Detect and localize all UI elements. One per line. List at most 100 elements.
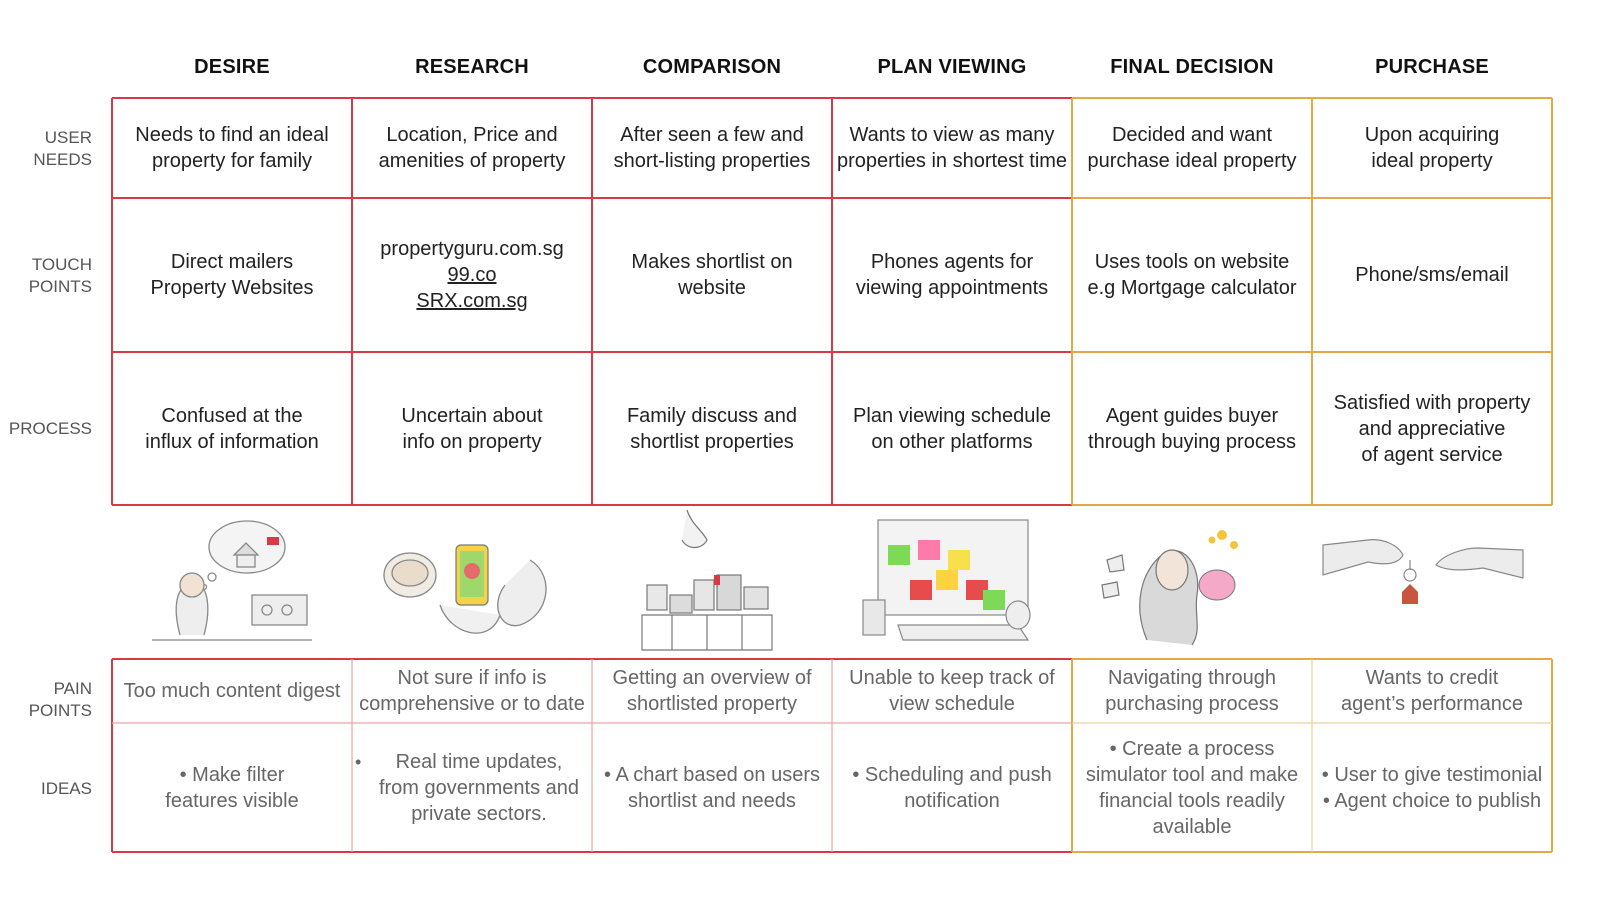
website-link[interactable]: 99.co (447, 264, 497, 286)
woman-dreaming-of-house-icon (152, 520, 312, 641)
user-needs-cell-line: property for family (151, 150, 313, 172)
user-needs-cell-line: amenities of property (378, 150, 566, 172)
user-needs-cell-line: purchase ideal property (1087, 150, 1297, 172)
user-needs-cell: Upon acquiring ideal property (1313, 99, 1551, 197)
ideas-cell-line: notification (904, 789, 1000, 812)
phone-and-coffee-icon (383, 544, 547, 634)
ideas-cell: • User to give testimonial• Agent choice… (1313, 724, 1551, 851)
process-cell-line: Agent guides buyer (1105, 404, 1279, 427)
row-label-line: PROCESS (8, 419, 92, 438)
stray-bullet: • (355, 752, 362, 772)
row-label-ideas: IDEAS (0, 778, 92, 800)
pain-points-cell-line: agent’s performance (1341, 693, 1523, 715)
handing-over-keys-icon (1322, 539, 1524, 604)
ideas-cell-line: simulator tool and make (1085, 763, 1299, 786)
touch-points-cell-line: propertyguru.com.sg (380, 238, 564, 260)
process-cell-line: Plan viewing schedule (853, 404, 1051, 427)
pain-points-cell-line: Getting an overview of (612, 667, 812, 689)
user-needs-cell-line: Needs to find an ideal (135, 124, 329, 146)
touch-points-cell-line: Uses tools on website (1094, 251, 1290, 273)
hand-picking-houses-icon (641, 509, 773, 651)
user-needs-cell-line: Wants to view as many (849, 124, 1055, 146)
touch-points-cell: Phone/sms/email (1313, 199, 1551, 351)
pain-points-cell-line: view schedule (889, 693, 1015, 715)
ideas-cell: Real time updates, from governments and pr… (353, 724, 591, 851)
ideas-cell-line: Real time updates, (395, 750, 563, 773)
row-label-line: USER (44, 128, 92, 147)
process-cell-line: Confused at the (161, 404, 303, 427)
touch-points-cell-line: Makes shortlist on (631, 251, 793, 273)
touch-points-cell-line: website (678, 277, 746, 299)
stage-header: FINAL DECISION (1110, 56, 1274, 78)
process-cell-line: through buying process (1088, 430, 1296, 453)
user-needs-cell: Needs to find an ideal property for famil… (113, 99, 351, 197)
process-cell: Family discuss and shortlist properties (593, 353, 831, 504)
stage-header: RESEARCH (415, 56, 529, 78)
pain-points-cell-line: comprehensive or to date (359, 693, 585, 715)
stage-header: COMPARISON (642, 56, 782, 78)
stage-header: DESIRE (194, 56, 270, 78)
process-cell-line: Family discuss and (626, 404, 798, 427)
bottom-grid-red (111, 658, 1072, 853)
user-needs-cell-line: After seen a few and (620, 124, 804, 146)
process-cell-line: info on property (402, 430, 542, 453)
touch-points-cell-line: e.g Mortgage calculator (1087, 277, 1297, 299)
pain-points-cell-line: Not sure if info is (397, 667, 547, 689)
process-cell-line: and appreciative (1358, 417, 1506, 440)
pain-points-cell-line: Too much content digest (123, 680, 341, 702)
touch-points-cell: Uses tools on website e.g Mortgage calcul… (1073, 199, 1311, 351)
ideas-cell-line: • A chart based on users (603, 763, 821, 786)
process-cell-line: of agent service (1361, 443, 1503, 466)
stage-header: PURCHASE (1375, 56, 1489, 78)
row-label-line: POINTS (28, 277, 92, 296)
pain-points-cell: Getting an overview of shortlisted proper… (593, 660, 831, 722)
row-label-line: PAIN (53, 679, 92, 698)
process-cell: Agent guides buyer through buying process (1073, 353, 1311, 504)
ideas-cell-line: private sectors. (411, 802, 547, 825)
user-needs-cell-line: Location, Price and (386, 124, 558, 146)
ideas-cell-line: from governments and (378, 776, 580, 799)
website-link[interactable]: SRX.com.sg (416, 290, 528, 312)
ideas-cell-line: financial tools readily (1099, 789, 1285, 812)
touch-points-cell-line: Phone/sms/email (1355, 264, 1509, 286)
pain-points-cell-line: Wants to credit (1365, 667, 1499, 689)
ideas-cell-line: • Agent choice to publish (1322, 789, 1542, 812)
touch-points-cell-line: Direct mailers (170, 251, 294, 273)
ideas-cell-line: available (1152, 815, 1232, 838)
user-needs-cell-line: ideal property (1371, 150, 1493, 172)
touch-points-cell: Makes shortlist on website (593, 199, 831, 351)
row-label-line: NEEDS (33, 150, 92, 169)
row-label-line: TOUCH (31, 255, 92, 274)
pain-points-cell: Not sure if info is comprehensive or to d… (353, 660, 591, 722)
pain-points-cell-line: shortlisted property (626, 693, 798, 715)
stage-header: PLAN VIEWING (877, 56, 1027, 78)
pain-points-cell-line: Unable to keep track of (849, 667, 1055, 689)
row-label-touch-points: TOUCH POINTS (0, 254, 92, 298)
touch-points-cell-line: Property Websites (150, 277, 314, 299)
woman-with-piggy-bank-icon (1101, 530, 1238, 646)
user-needs-cell-line: properties in shortest time (836, 150, 1068, 172)
pain-points-cell-line: Navigating through (1108, 667, 1276, 689)
ideas-cell-line: shortlist and needs (628, 789, 796, 812)
touch-points-cell-line: viewing appointments (855, 277, 1049, 299)
user-needs-cell: Location, Price and amenities of property (353, 99, 591, 197)
row-label-process: PROCESS (0, 418, 92, 440)
row-label-line: IDEAS (40, 779, 92, 798)
process-cell: Plan viewing schedule on other platforms (833, 353, 1071, 504)
ideas-cell-line: features visible (165, 789, 299, 812)
process-cell-line: on other platforms (871, 430, 1033, 453)
process-cell-line: shortlist properties (630, 430, 794, 453)
user-needs-cell-line: Upon acquiring (1364, 124, 1500, 146)
